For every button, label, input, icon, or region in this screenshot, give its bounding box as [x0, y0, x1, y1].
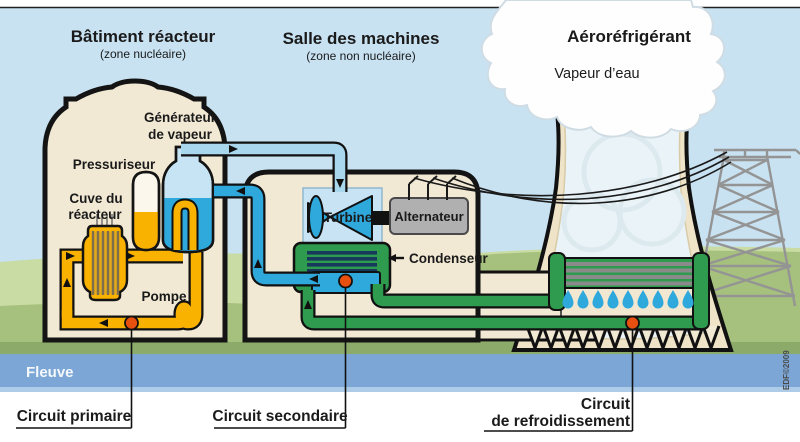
condenser-pointer-arrow: [388, 254, 404, 262]
steam-cloud: [480, 0, 726, 139]
cooling-circuit-label-1: Circuit: [581, 396, 630, 413]
machine-hall-subtitle: (zone non nucléaire): [306, 49, 415, 63]
pressurizer-outline: [131, 170, 161, 252]
steam-pipe: [181, 141, 348, 192]
steam-generator: [161, 145, 215, 254]
exchanger-fins: [560, 262, 698, 286]
circuit-sample-dots: [124, 273, 640, 331]
pressurizer-label: Pressuriseur: [73, 157, 156, 172]
alternator-output-masts: [408, 175, 457, 200]
cooling-circuit-pipes: [300, 284, 700, 331]
reactor-vessel-label-1: Cuve du: [69, 191, 122, 206]
river-edge-strip: [0, 387, 800, 392]
edf-watermark: EDF©2009: [782, 350, 791, 390]
condenser-label: Condenseur: [409, 251, 489, 266]
primary-circuit-label: Circuit primaire: [17, 408, 132, 425]
pump-label: Pompe: [141, 289, 187, 304]
river: [0, 354, 800, 390]
machine-hall-title: Salle des machines: [283, 29, 440, 48]
secondary-circuit-dot: [338, 273, 353, 289]
reactor-building-title: Bâtiment réacteur: [71, 27, 216, 46]
condenser-tubes: [307, 251, 377, 273]
pressurizer-water-level: [133, 212, 159, 250]
power-lines: [413, 151, 732, 205]
alternator-label: Alternateur: [394, 209, 463, 224]
water-vapor-label: Vapeur d’eau: [554, 66, 639, 82]
reactor-vessel: [81, 214, 129, 302]
steam-generator-label-1: Générateur: [144, 110, 217, 125]
primary-circuit-dot: [124, 315, 139, 331]
cooling-circuit-dot: [625, 315, 640, 331]
flow-arrows: [63, 145, 344, 327]
electric-pylon-icon: [694, 148, 800, 307]
turbine-shaft: [372, 211, 392, 225]
tower-heat-exchanger: [548, 252, 710, 330]
secondary-circuit-label: Circuit secondaire: [212, 408, 348, 425]
reactor-building-subtitle: (zone nucléaire): [100, 47, 186, 61]
turbine-label: Turbine: [324, 210, 373, 225]
leader-lines: [16, 285, 634, 432]
feedwater-pipe: [214, 183, 320, 287]
steam-generator-label-2: de vapeur: [148, 127, 213, 142]
fuel-rods: [91, 231, 120, 295]
water-droplets: [562, 290, 694, 309]
cooling-circuit-label-2: de refroidissement: [491, 413, 630, 430]
cooling-tower-title: Aéroréfrigérant: [567, 27, 691, 46]
turbine: [307, 195, 373, 241]
river-label: Fleuve: [26, 364, 74, 381]
reactor-vessel-label-2: réacteur: [68, 207, 122, 222]
